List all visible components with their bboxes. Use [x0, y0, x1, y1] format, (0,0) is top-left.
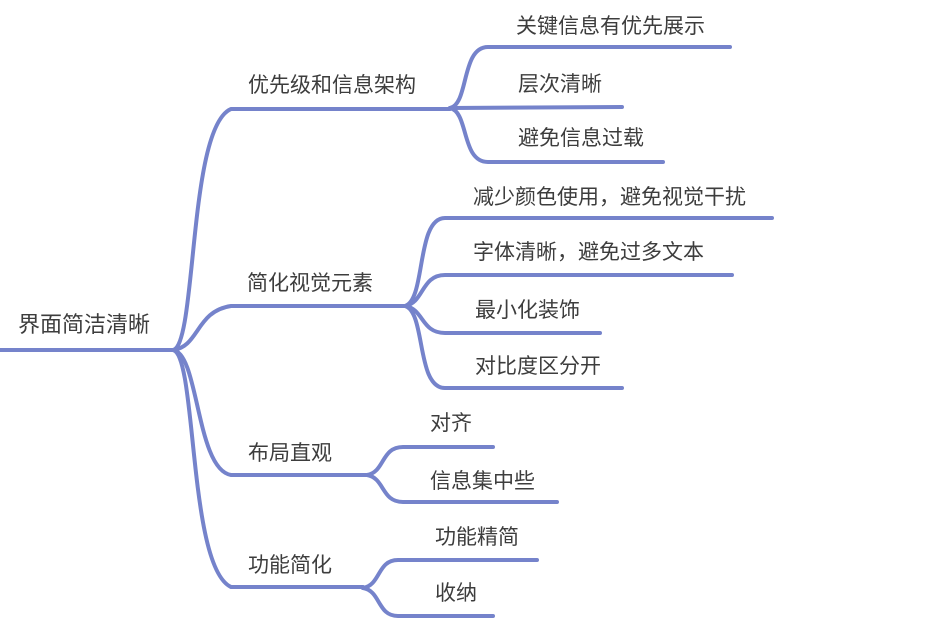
leaf-node-avoid-overload[interactable]: 避免信息过载	[518, 127, 644, 150]
connector-root-branch3	[171, 348, 369, 477]
connector-root-branch4	[171, 348, 365, 589]
leaf-node-clear-fonts[interactable]: 字体清晰，避免过多文本	[473, 241, 704, 264]
leaf-node-contrast-distinction[interactable]: 对比度区分开	[475, 355, 601, 378]
leaf-node-alignment[interactable]: 对齐	[430, 412, 472, 435]
connector-branch3-child1	[365, 445, 495, 477]
root-node[interactable]: 界面简洁清晰	[18, 312, 151, 337]
connector-branch2-child4	[403, 304, 624, 390]
connector-branch4-child1	[361, 558, 539, 590]
connector-branch2-child1	[403, 216, 774, 308]
leaf-node-storage[interactable]: 收纳	[435, 582, 477, 605]
leaf-node-reduce-colors[interactable]: 减少颜色使用，避免视觉干扰	[473, 186, 746, 209]
branch-node-priority-architecture[interactable]: 优先级和信息架构	[248, 74, 416, 97]
connector-branch1-child2	[448, 105, 624, 110]
leaf-node-concentrated-info[interactable]: 信息集中些	[430, 470, 535, 493]
leaf-node-minimal-decoration[interactable]: 最小化装饰	[475, 299, 580, 322]
branch-node-simplify-visuals[interactable]: 简化视觉元素	[247, 272, 373, 295]
connector-branch4-child2	[361, 586, 495, 618]
connector-branch1-child3	[448, 106, 665, 164]
branch-node-intuitive-layout[interactable]: 布局直观	[248, 442, 332, 465]
leaf-node-streamlined-functions[interactable]: 功能精简	[435, 526, 519, 549]
connector-branch1-child1	[448, 45, 732, 110]
connector-root-branch2	[171, 304, 407, 352]
leaf-node-clear-hierarchy[interactable]: 层次清晰	[518, 73, 602, 96]
branch-node-simplified-functions[interactable]: 功能简化	[248, 554, 332, 577]
connector-branch2-child2	[403, 273, 734, 308]
connector-branch3-child2	[365, 473, 559, 504]
connector-root-branch1	[171, 107, 452, 352]
leaf-node-key-info-priority[interactable]: 关键信息有优先展示	[516, 15, 705, 38]
